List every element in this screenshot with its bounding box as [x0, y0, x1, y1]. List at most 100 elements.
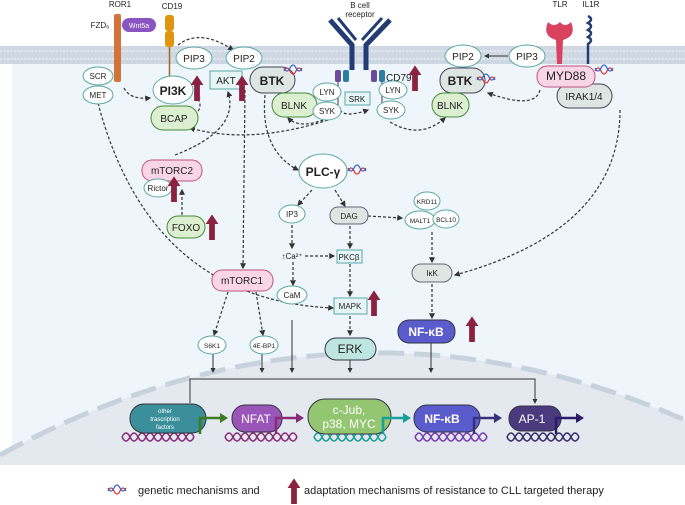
svg-text:mTORC1: mTORC1: [221, 276, 263, 287]
legend-adaptation-arrow-icon: [287, 478, 301, 504]
svg-text:BTK: BTK: [448, 74, 473, 88]
svg-text:KRD11: KRD11: [417, 199, 438, 206]
b-cell-receptor: [328, 16, 392, 70]
svg-text:mTORC2: mTORC2: [151, 166, 193, 177]
node-ip3: IP3: [278, 204, 306, 224]
svg-text:BLNK: BLNK: [281, 101, 307, 112]
svg-text:MYD88: MYD88: [546, 69, 586, 83]
node-foxo: FOXO: [166, 215, 206, 239]
node-myd88: MYD88: [536, 65, 596, 88]
svg-text:SCR: SCR: [90, 72, 107, 81]
wnt5a-label: Wnt5a: [129, 23, 149, 30]
node-pip2-right: PIP2: [444, 44, 482, 68]
svg-text:MALT1: MALT1: [410, 218, 431, 225]
node-akt: AKT: [209, 70, 243, 90]
tlr-label: TLR: [552, 0, 567, 9]
svg-text:trascription: trascription: [150, 417, 179, 423]
svg-text:DAG: DAG: [340, 212, 357, 221]
node-scr: SCR: [82, 66, 114, 86]
svg-text:FOXO: FOXO: [172, 223, 201, 234]
tf-other: other trascription factors: [121, 403, 228, 442]
bcr-label-2: receptor: [345, 10, 375, 19]
cd79-label: CD79: [386, 73, 412, 84]
svg-text:PIP2: PIP2: [233, 54, 255, 65]
node-dag: DAG: [329, 206, 369, 225]
svg-text:PIP2: PIP2: [452, 52, 474, 63]
svg-text:SYK: SYK: [319, 107, 336, 116]
node-blnk-right: BLNK: [431, 92, 470, 118]
node-lyn-right: LYN: [378, 80, 408, 100]
ror1-label: ROR1: [109, 0, 132, 9]
svg-text:ERK: ERK: [338, 342, 363, 356]
svg-text:AP-1: AP-1: [519, 412, 546, 426]
tf-cjub-p38-myc: c-Jub, p38, MYC: [307, 398, 411, 442]
svg-text:NF-κB: NF-κB: [408, 325, 444, 339]
svg-text:BCAP: BCAP: [160, 114, 188, 125]
node-pip2-left: PIP2: [225, 46, 263, 70]
legend-adaptation-text: adaptation mechanisms of resistance to C…: [304, 485, 604, 497]
svg-text:NF-κB: NF-κB: [424, 412, 460, 426]
svg-text:other: other: [158, 409, 172, 415]
node-pi3k: PI3K: [152, 75, 194, 105]
cd19-receptor: [165, 15, 174, 31]
ror1-receptor: [114, 14, 121, 82]
svg-text:PKCβ: PKCβ: [338, 253, 359, 262]
node-malt1: MALT1: [404, 210, 436, 230]
tlr-receptor: [546, 22, 573, 64]
svg-text:NFAT: NFAT: [241, 412, 271, 426]
tf-ap1: AP-1: [506, 405, 584, 442]
wnt5a-ligand: [122, 18, 156, 32]
il1r-label: IL1R: [583, 0, 600, 9]
node-pip3-left: PIP3: [175, 46, 213, 70]
node-srk: SRK: [344, 91, 371, 106]
svg-text:SRK: SRK: [349, 95, 366, 104]
svg-text:BTK: BTK: [260, 74, 285, 88]
cell-membrane: [0, 46, 685, 64]
cd19-label: CD19: [162, 2, 183, 11]
svg-text:PIP3: PIP3: [516, 52, 538, 63]
svg-text:LYN: LYN: [386, 86, 401, 95]
node-mtorc2: mTORC2: [141, 159, 203, 182]
svg-text:4E-BP1: 4E-BP1: [253, 343, 276, 350]
svg-text:Rictor: Rictor: [148, 184, 169, 193]
svg-text:MAPK: MAPK: [339, 302, 362, 311]
fzd-label: FZD₆: [91, 21, 110, 30]
node-bcl10: BCL10: [432, 209, 460, 229]
svg-text:SYK: SYK: [383, 106, 400, 115]
node-btk-left: BTK: [249, 66, 296, 94]
nuclear-signal-lines: [189, 53, 538, 404]
node-blnk-left: BLNK: [271, 92, 318, 118]
svg-text:CaM: CaM: [284, 291, 301, 300]
svg-text:p38, MYC: p38, MYC: [322, 417, 376, 431]
svg-text:PIP3: PIP3: [183, 54, 205, 65]
node-btk-right: BTK: [439, 67, 486, 94]
cd79: [335, 70, 385, 105]
node-pkcb: PKCβ: [336, 249, 363, 264]
node-rictor: Rictor: [143, 178, 173, 198]
svg-text:IκK: IκK: [426, 269, 438, 278]
svg-text:MET: MET: [90, 91, 107, 100]
node-pip3-right: PIP3: [508, 44, 546, 68]
node-mapk: MAPK: [333, 297, 368, 315]
node-erk: ERK: [324, 337, 377, 361]
svg-text:LYN: LYN: [320, 88, 335, 97]
node-ikk: IκK: [411, 263, 453, 283]
tf-nfat: NFAT: [224, 404, 304, 442]
node-met: MET: [82, 85, 114, 105]
node-lyn-left: LYN: [312, 82, 342, 102]
node-krd11: KRD11: [413, 191, 441, 211]
node-nfkb-cytoplasm: NF-κB: [397, 319, 456, 344]
svg-text:BCL10: BCL10: [436, 217, 456, 224]
node-cam: CaM: [276, 285, 308, 305]
il1r-receptor: [585, 14, 593, 64]
node-syk-left: SYK: [312, 101, 342, 121]
svg-text:IP3: IP3: [286, 210, 299, 219]
node-mtorc1: mTORC1: [211, 269, 274, 292]
svg-text:IRAK1/4: IRAK1/4: [565, 92, 603, 103]
tf-nfkb: NF-κB: [413, 404, 502, 442]
svg-text:factors: factors: [156, 425, 174, 431]
svg-text:S6K1: S6K1: [204, 343, 220, 350]
svg-text:c-Jub,: c-Jub,: [333, 403, 366, 417]
node-bcap: BCAP: [150, 105, 199, 131]
